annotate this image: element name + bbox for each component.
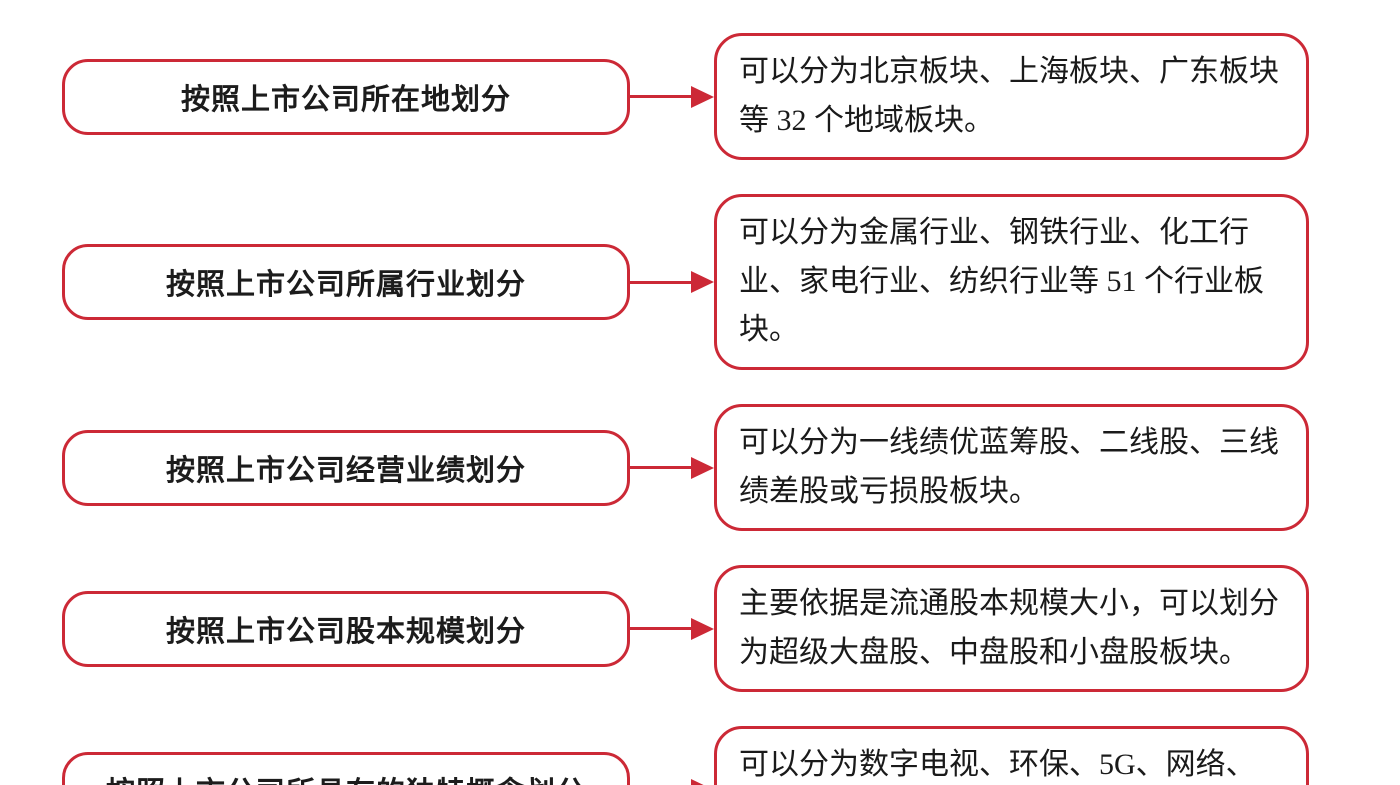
description-box-industry: 可以分为金属行业、钢铁行业、化工行业、家电行业、纺织行业等 51 个行业板块。 <box>714 194 1309 370</box>
description-text: 可以分为金属行业、钢铁行业、化工行业、家电行业、纺织行业等 51 个行业板块。 <box>739 216 1264 347</box>
description-box-capital-scale: 主要依据是流通股本规模大小，可以划分为超级大盘股、中盘股和小盘股板块。 <box>714 565 1309 693</box>
category-box-industry: 按照上市公司所属行业划分 <box>62 244 630 321</box>
flow-row-capital-scale: 按照上市公司股本规模划分 主要依据是流通股本规模大小，可以划分为超级大盘股、中盘… <box>62 565 1400 693</box>
description-text: 可以分为一线绩优蓝筹股、二线股、三线绩差股或亏损股板块。 <box>739 425 1279 508</box>
arrow-right-icon <box>630 778 714 785</box>
category-box-concept: 按照上市公司所具有的独特概念划分 <box>62 751 630 785</box>
category-label: 按照上市公司经营业绩划分 <box>165 454 526 487</box>
flow-row-location: 按照上市公司所在地划分 可以分为北京板块、上海板块、广东板块等 32 个地域板块… <box>62 33 1400 161</box>
arrow-right-icon <box>630 617 714 640</box>
category-label: 按照上市公司所在地划分 <box>180 83 511 116</box>
arrow-right-icon <box>630 456 714 479</box>
description-box-location: 可以分为北京板块、上海板块、广东板块等 32 个地域板块。 <box>714 33 1309 161</box>
category-label: 按照上市公司所属行业划分 <box>165 269 526 302</box>
category-label: 按照上市公司股本规模划分 <box>165 615 526 648</box>
flow-row-industry: 按照上市公司所属行业划分 可以分为金属行业、钢铁行业、化工行业、家电行业、纺织行… <box>62 194 1400 370</box>
description-box-concept: 可以分为数字电视、环保、5G、网络、机构重仓等板块。 <box>714 726 1309 785</box>
description-box-performance: 可以分为一线绩优蓝筹股、二线股、三线绩差股或亏损股板块。 <box>714 403 1309 532</box>
category-box-performance: 按照上市公司经营业绩划分 <box>62 429 630 506</box>
arrow-right-icon <box>630 85 714 108</box>
description-text: 可以分为数字电视、环保、5G、网络、机构重仓等板块。 <box>739 748 1256 782</box>
description-text: 主要依据是流通股本规模大小，可以划分为超级大盘股、中盘股和小盘股板块。 <box>739 587 1279 669</box>
category-box-capital-scale: 按照上市公司股本规模划分 <box>62 590 630 667</box>
flow-row-performance: 按照上市公司经营业绩划分 可以分为一线绩优蓝筹股、二线股、三线绩差股或亏损股板块… <box>62 403 1400 532</box>
arrow-right-icon <box>630 271 714 294</box>
flow-row-concept: 按照上市公司所具有的独特概念划分 可以分为数字电视、环保、5G、网络、机构重仓等… <box>62 726 1400 785</box>
category-box-location: 按照上市公司所在地划分 <box>62 58 630 135</box>
description-text: 可以分为北京板块、上海板块、广东板块等 32 个地域板块。 <box>739 55 1279 137</box>
category-label: 按照上市公司所具有的独特概念划分 <box>106 769 586 785</box>
